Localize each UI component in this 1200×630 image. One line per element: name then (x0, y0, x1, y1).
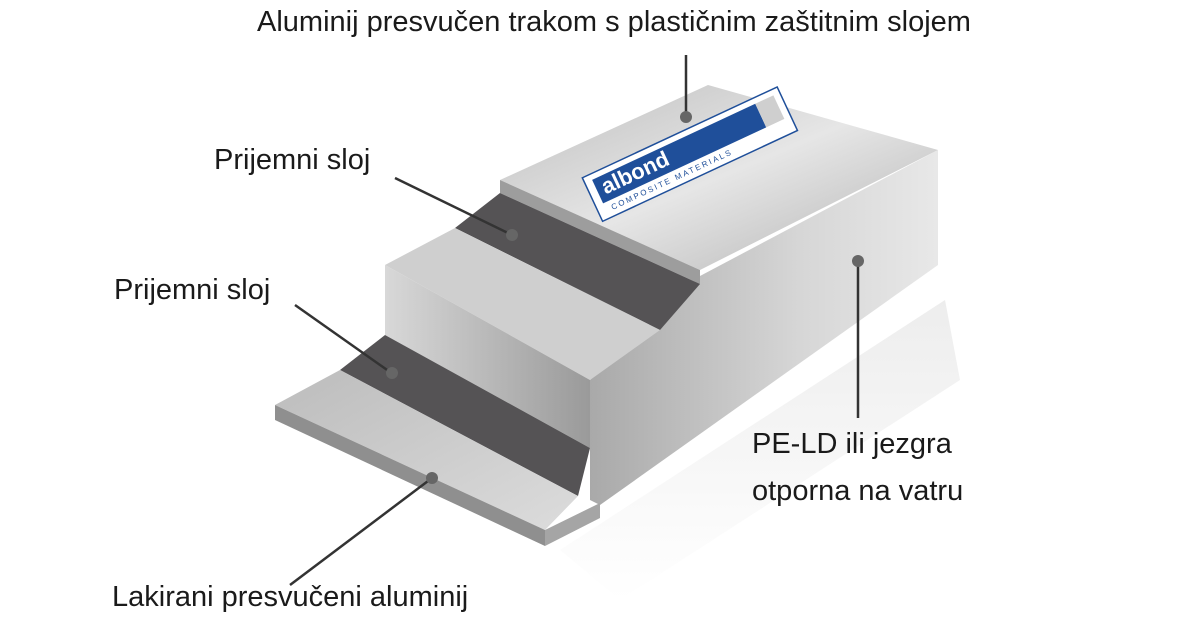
floor-shadow (560, 300, 960, 600)
marker-dot (386, 367, 398, 379)
label-adhesive-lower: Prijemni sloj (114, 274, 271, 306)
top-block-front-edge (500, 180, 700, 284)
base-front-edge (275, 405, 545, 546)
marker-dot (852, 255, 864, 267)
marker-dot (680, 111, 692, 123)
top-aluminium-face (500, 85, 938, 270)
label-core-line2: otporna na vatru (752, 475, 964, 507)
core-right-face (590, 150, 938, 505)
leader-adhesive-upper (394, 176, 511, 236)
leader-bottom-coating (289, 477, 433, 586)
marker-dot (426, 472, 438, 484)
leader-adhesive-lower (294, 303, 391, 374)
base-side-edge (545, 503, 600, 546)
adhesive-layer-upper (455, 193, 700, 330)
label-top-coating: Aluminij presvučen trakom s plastičnim z… (257, 6, 971, 38)
label-bottom-coating: Lakirani presvučeni aluminij (112, 581, 469, 613)
middle-step-top (385, 228, 660, 380)
marker-dot (506, 229, 518, 241)
adhesive-layer-lower (340, 335, 590, 496)
bottom-aluminium-face (275, 370, 578, 530)
label-adhesive-upper: Prijemni sloj (214, 144, 371, 176)
label-core-line1: PE-LD ili jezgra (752, 428, 952, 460)
middle-step-front (385, 265, 590, 448)
